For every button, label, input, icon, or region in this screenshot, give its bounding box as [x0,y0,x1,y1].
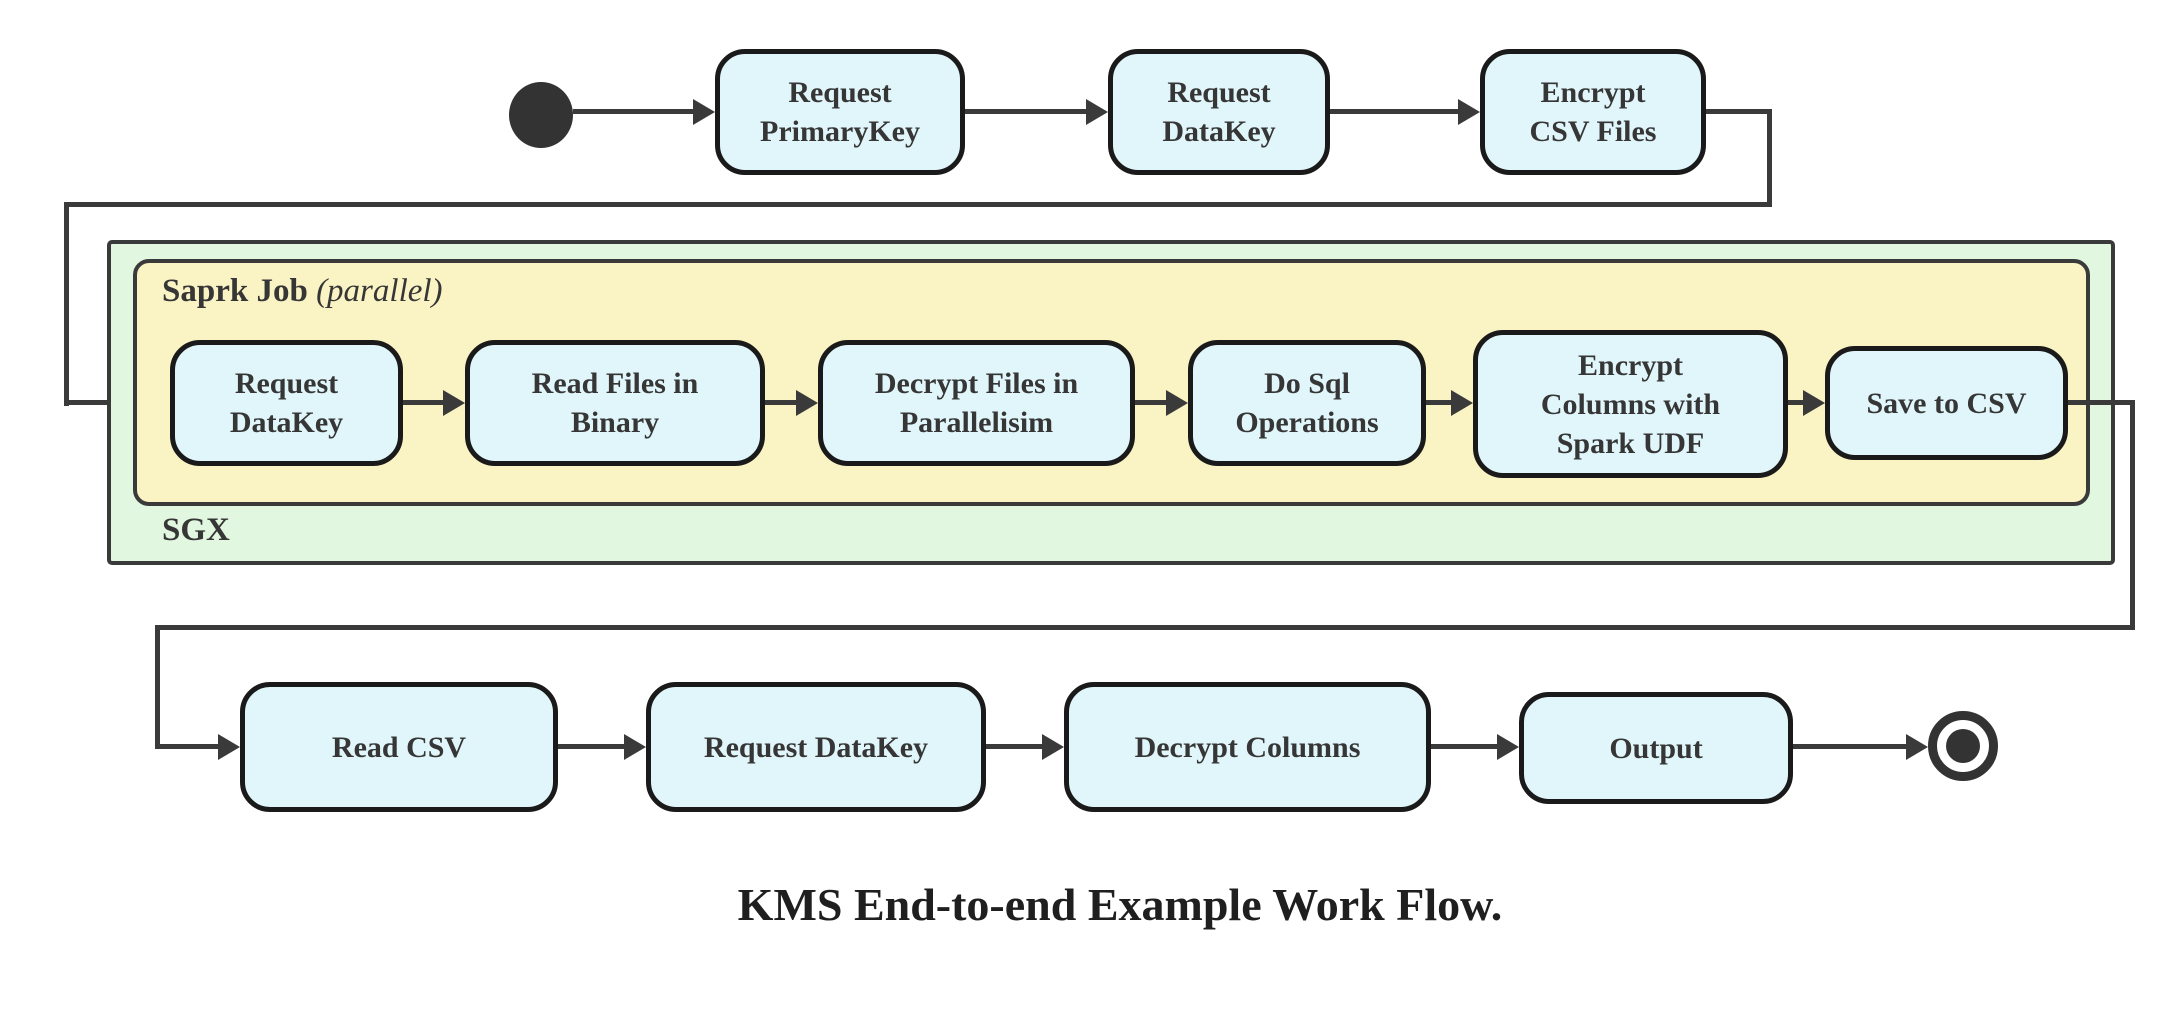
edge-sgx-3 [1135,400,1166,405]
activity-request-datakey-top: Request DataKey [1108,49,1330,175]
arrowhead [693,99,715,125]
activity-encrypt-csv-files: Encrypt CSV Files [1480,49,1706,175]
edge-save-down [2130,400,2135,630]
spark-job-label: Saprk Job (parallel) [162,273,443,310]
arrowhead [1458,99,1480,125]
activity-read-files-binary: Read Files in Binary [465,340,765,466]
diagram-caption: KMS End-to-end Example Work Flow. [737,879,1503,930]
arrowhead [1042,734,1064,760]
arrowhead [1086,99,1108,125]
activity-decrypt-files-parallelism: Decrypt Files in Parallelisim [818,340,1135,466]
arrowhead [624,734,646,760]
edge-bottom-1 [558,744,624,749]
edge-save-exit [2068,400,2135,405]
end-node-dot [1946,729,1980,763]
edge-sgx-2 [765,400,796,405]
arrowhead [443,390,465,416]
start-node [509,82,573,148]
activity-decrypt-columns: Decrypt Columns [1064,682,1431,812]
edge-bottom-return [155,625,2135,630]
arrowhead [1166,390,1188,416]
edge-bottom-down [155,625,160,749]
arrowhead [218,734,240,760]
activity-save-to-csv: Save to CSV [1825,346,2068,460]
activity-read-csv: Read CSV [240,682,558,812]
edge-into-readcsv [155,744,220,749]
edge-encrypt-exit [1706,109,1772,114]
edge-into-sgx-down [64,202,69,406]
arrowhead [1803,390,1825,416]
activity-request-datakey-sgx: Request DataKey [170,340,403,466]
edge-bottom-2 [986,744,1042,749]
activity-encrypt-columns-udf: Encrypt Columns with Spark UDF [1473,330,1788,478]
edge-to-end [1793,744,1906,749]
edge-encrypt-down [1767,109,1772,207]
arrowhead [1497,734,1519,760]
edge-bottom-3 [1431,744,1497,749]
arrowhead [1451,390,1473,416]
edge-sgx-4 [1426,400,1451,405]
spark-job-title: Saprk Job [162,273,308,309]
activity-request-datakey-bottom: Request DataKey [646,682,986,812]
edge-return-left [64,202,1772,207]
sgx-label: SGX [162,512,230,548]
activity-request-primarykey: Request PrimaryKey [715,49,965,175]
edge-start-to-primarykey [573,109,693,114]
edge-sgx-5 [1788,400,1803,405]
spark-job-parallel-note: (parallel) [316,273,443,309]
arrowhead [1906,734,1928,760]
edge-sgx-1 [403,400,443,405]
edge-datakey-to-encrypt [1330,109,1458,114]
activity-output: Output [1519,692,1793,804]
edge-primarykey-to-datakey [965,109,1086,114]
arrowhead [796,390,818,416]
activity-do-sql-operations: Do Sql Operations [1188,340,1426,466]
